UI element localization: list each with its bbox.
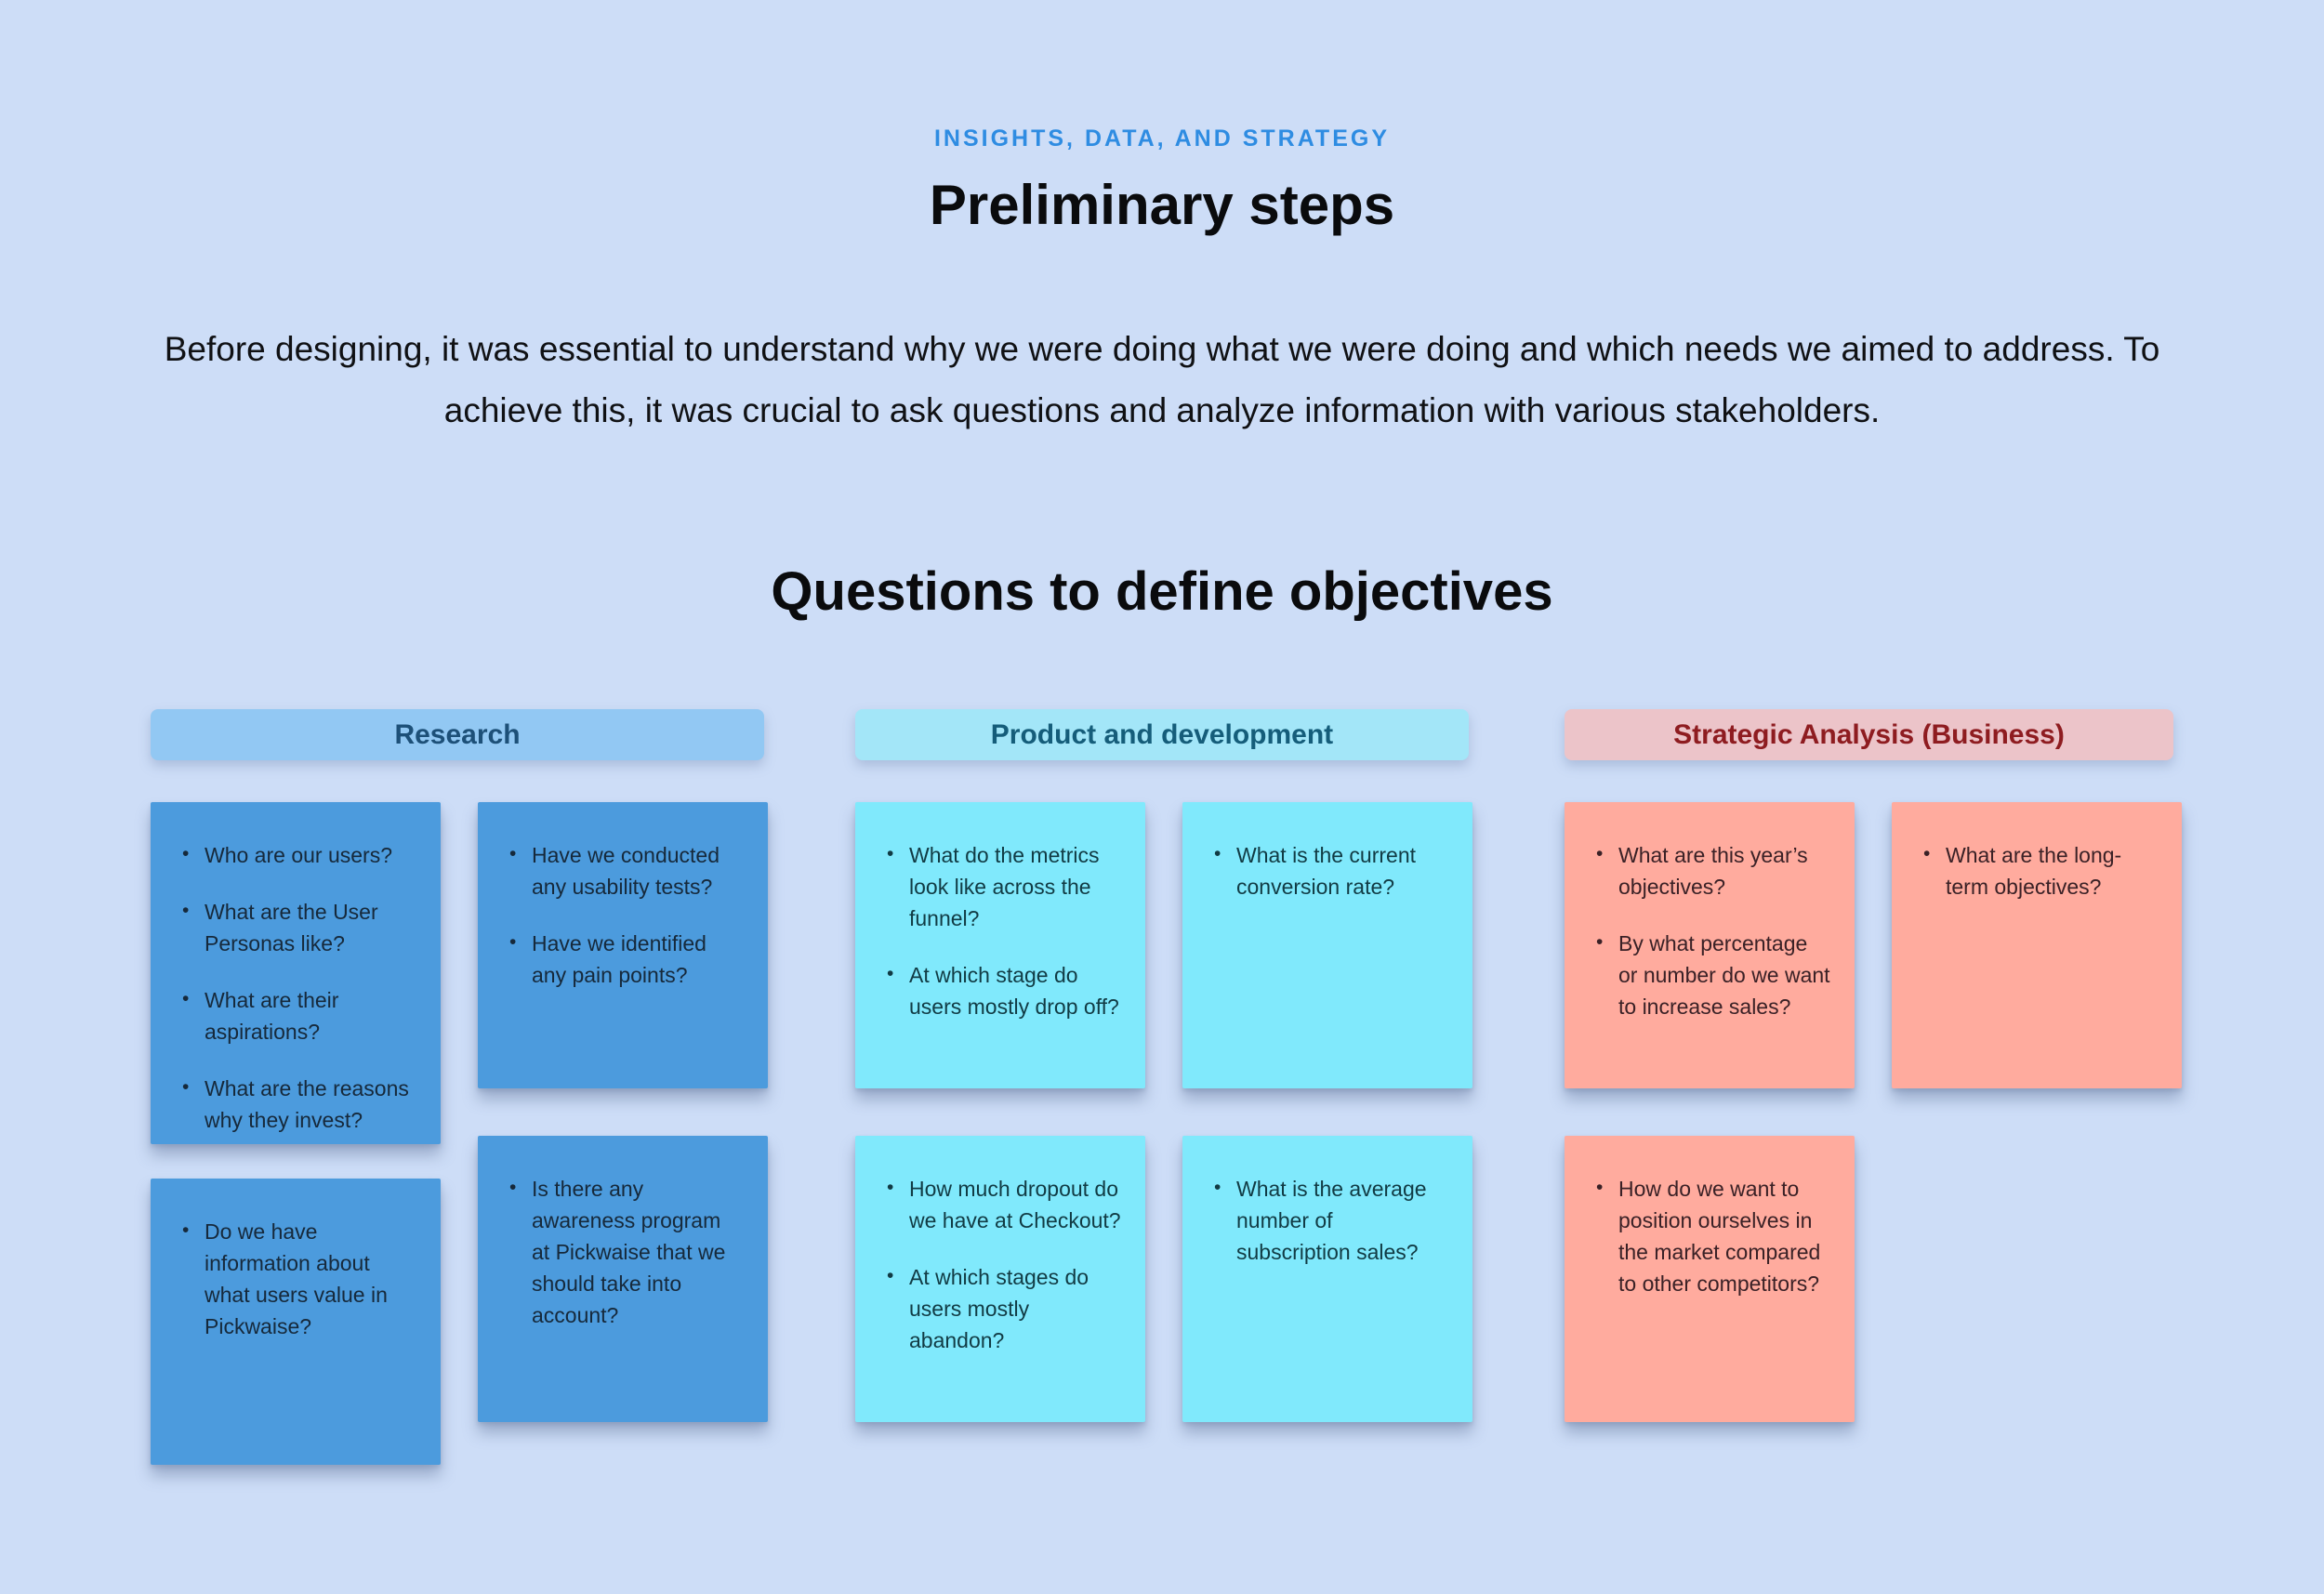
- note-bullet: What are this year’s objectives?: [1596, 838, 1830, 902]
- note-bullet: By what percentage or number do we want …: [1596, 927, 1830, 1022]
- sticky-note-strategic-2: What are the long-term objectives?: [1892, 802, 2182, 1088]
- column-header-product-development: Product and development: [855, 709, 1469, 760]
- sticky-note-research-3: Do we have information about what users …: [151, 1179, 441, 1465]
- column-strategic-analysis: Strategic Analysis (Business) What are t…: [1565, 709, 2182, 1422]
- note-bullet-list: How much dropout do we have at Checkout?…: [887, 1172, 1121, 1356]
- note-bullet: At which stages do users mostly abandon?: [887, 1260, 1121, 1356]
- note-bullet: What is the current conversion rate?: [1214, 838, 1448, 902]
- note-bullet-list: Have we conducted any usability tests? H…: [509, 838, 744, 991]
- sticky-note-product-1: What do the metrics look like across the…: [855, 802, 1145, 1088]
- note-bullet: What are their aspirations?: [182, 983, 416, 1047]
- column-product-development: Product and development What do the metr…: [855, 709, 1472, 1422]
- sticky-note-product-4: What is the average number of subscripti…: [1182, 1136, 1472, 1422]
- note-bullet: Is there any awareness program at Pickwa…: [509, 1172, 744, 1331]
- note-bullet: How much dropout do we have at Checkout?: [887, 1172, 1121, 1236]
- note-bullet-list: What are this year’s objectives? By what…: [1596, 838, 1830, 1022]
- sticky-note-research-4: Is there any awareness program at Pickwa…: [478, 1136, 768, 1422]
- note-bullet-list: What is the current conversion rate?: [1214, 838, 1448, 902]
- page-title: Preliminary steps: [929, 174, 1395, 236]
- note-bullet: How do we want to position ourselves in …: [1596, 1172, 1830, 1299]
- note-bullet: What are the reasons why they invest?: [182, 1072, 416, 1136]
- column-research: Research Who are our users? What are the…: [151, 709, 768, 1465]
- note-bullet: Have we conducted any usability tests?: [509, 838, 744, 902]
- note-bullet-list: What is the average number of subscripti…: [1214, 1172, 1448, 1268]
- sticky-note-product-3: How much dropout do we have at Checkout?…: [855, 1136, 1145, 1422]
- sticky-note-product-2: What is the current conversion rate?: [1182, 802, 1472, 1088]
- sticky-note-strategic-3: How do we want to position ourselves in …: [1565, 1136, 1855, 1422]
- sticky-note-research-1: Who are our users? What are the User Per…: [151, 802, 441, 1144]
- note-bullet: Do we have information about what users …: [182, 1215, 416, 1342]
- note-bullet: At which stage do users mostly drop off?: [887, 958, 1121, 1022]
- note-bullet: What is the average number of subscripti…: [1214, 1172, 1448, 1268]
- note-bullet: What are the User Personas like?: [182, 895, 416, 959]
- sticky-note-strategic-1: What are this year’s objectives? By what…: [1565, 802, 1855, 1088]
- column-header-strategic-analysis: Strategic Analysis (Business): [1565, 709, 2173, 760]
- section-title: Questions to define objectives: [771, 561, 1553, 622]
- note-bullet: What are the long-term objectives?: [1923, 838, 2158, 902]
- intro-paragraph: Before designing, it was essential to un…: [164, 330, 2160, 429]
- note-bullet-list: Do we have information about what users …: [182, 1215, 416, 1342]
- column-header-research: Research: [151, 709, 764, 760]
- note-bullet: What do the metrics look like across the…: [887, 838, 1121, 934]
- note-bullet-list: What are the long-term objectives?: [1923, 838, 2158, 902]
- eyebrow-label: INSIGHTS, DATA, AND STRATEGY: [933, 125, 1391, 151]
- note-bullet-list: Is there any awareness program at Pickwa…: [509, 1172, 744, 1331]
- note-bullet: Have we identified any pain points?: [509, 927, 744, 991]
- sticky-note-research-2: Have we conducted any usability tests? H…: [478, 802, 768, 1088]
- note-bullet: Who are our users?: [182, 838, 416, 871]
- note-bullet-list: What do the metrics look like across the…: [887, 838, 1121, 1022]
- note-bullet-list: Who are our users? What are the User Per…: [182, 838, 416, 1136]
- note-bullet-list: How do we want to position ourselves in …: [1596, 1172, 1830, 1299]
